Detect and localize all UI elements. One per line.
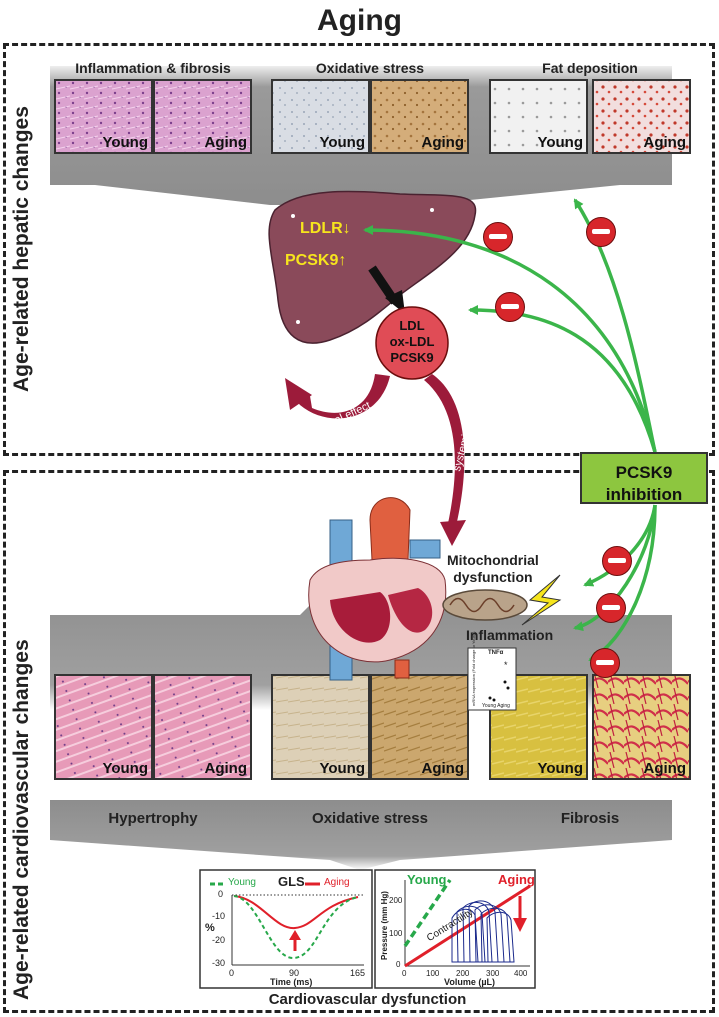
cardio-section-title-3: Fibrosis bbox=[560, 810, 620, 827]
tnf-inset-ylabel: mRNA expression (Fold change to Young) bbox=[471, 631, 476, 707]
ldl-line-3: PCSK9 bbox=[390, 350, 434, 365]
hepatic-panel-4: Aging bbox=[371, 80, 468, 153]
gls-ytick-2: -20 bbox=[212, 935, 226, 945]
gls-title: GLS bbox=[278, 874, 305, 889]
pv-xtick-4: 400 bbox=[514, 969, 528, 978]
inhibit-minus-icon-6 bbox=[590, 648, 620, 678]
pv-aging-label: Aging bbox=[498, 872, 535, 887]
panel-label: Aging bbox=[643, 760, 687, 777]
gls-legend-aging: Aging bbox=[324, 877, 350, 888]
cardio-section-title-1: Hypertrophy bbox=[108, 810, 198, 827]
gls-legend-young: Young bbox=[228, 877, 256, 888]
ldlr-text: LDLR bbox=[300, 220, 343, 237]
gls-ytick-3: -30 bbox=[212, 958, 226, 968]
bottom-caption: Cardiovascular dysfunction bbox=[268, 991, 467, 1008]
tnf-inset-title: TNFα bbox=[488, 650, 504, 656]
panel-label: Aging bbox=[204, 134, 248, 151]
pv-ylabel: Pressure (mm Hg) bbox=[380, 891, 389, 960]
pv-xtick-3: 300 bbox=[486, 969, 500, 978]
hepatic-section-title-3: Fat deposition bbox=[542, 60, 638, 76]
inhibit-minus-icon-2 bbox=[586, 217, 616, 247]
panel-label: Young bbox=[319, 134, 365, 151]
pv-xtick-2: 200 bbox=[456, 969, 470, 978]
cardio-panel-5: Young bbox=[490, 675, 587, 779]
mito-label-line-2: dysfunction bbox=[453, 569, 533, 585]
gls-ytick-1: -10 bbox=[212, 911, 226, 921]
inflammation-label: Inflammation bbox=[466, 627, 554, 643]
pcsk9-text: PCSK9 bbox=[285, 252, 339, 269]
panel-label: Aging bbox=[204, 760, 248, 777]
gls-xtick-0: 0 bbox=[229, 968, 235, 978]
page-title: Aging bbox=[317, 4, 402, 37]
heart-illustration bbox=[308, 497, 447, 681]
pv-ytick-1: 100 bbox=[389, 929, 403, 938]
pcsk9-box-line-1: PCSK9 bbox=[615, 463, 673, 482]
panel-label: Young bbox=[537, 760, 583, 777]
inhibit-minus-icon-1 bbox=[483, 222, 513, 252]
hepatic-panel-1: Young bbox=[55, 80, 152, 153]
cardio-box bbox=[3, 470, 715, 1013]
gls-xlabel: Time (ms) bbox=[270, 977, 313, 987]
pv-chart bbox=[374, 869, 536, 989]
pv-ytick-2: 200 bbox=[389, 896, 403, 905]
cardio-section-title-2: Oxidative stress bbox=[312, 810, 428, 827]
cardio-panel-3: Young bbox=[272, 675, 369, 779]
cardio-panel-2: Aging bbox=[154, 675, 251, 779]
pcsk9-label: PCSK9↑ bbox=[285, 252, 346, 270]
pv-ytick-0: 0 bbox=[396, 960, 401, 969]
cardio-panel-4: Aging bbox=[371, 675, 468, 779]
panel-label: Young bbox=[537, 134, 583, 151]
hepatic-panel-3: Young bbox=[272, 80, 369, 153]
hepatic-panel-6: Aging bbox=[593, 80, 690, 153]
pcsk9-inhibition-box: PCSK9 inhibition bbox=[580, 452, 708, 504]
panel-label: Aging bbox=[421, 134, 465, 151]
gls-xtick-2: 165 bbox=[350, 968, 366, 978]
mito-label-line-1: Mitochondrial bbox=[447, 552, 539, 568]
hepatic-panel-2: Aging bbox=[154, 80, 251, 153]
liver-shape bbox=[268, 190, 477, 344]
tnf-inset-star: * bbox=[504, 660, 508, 670]
pv-xlabel: Volume (µL) bbox=[444, 977, 496, 987]
hepatic-section-title-1: Inflammation & fibrosis bbox=[75, 60, 231, 76]
tnf-inset-xlabels: Young Aging bbox=[482, 703, 510, 709]
cardio-panel-1: Young bbox=[55, 675, 152, 779]
ldl-line-1: LDL bbox=[399, 318, 425, 333]
cardio-grey-funnel bbox=[50, 800, 672, 870]
inhibit-minus-icon-5 bbox=[596, 593, 626, 623]
panel-label: Young bbox=[319, 760, 365, 777]
panel-label: Young bbox=[102, 134, 148, 151]
pv-xtick-0: 0 bbox=[402, 969, 407, 978]
inhibit-minus-icon-4 bbox=[602, 546, 632, 576]
hepatic-section-title-2: Oxidative stress bbox=[315, 60, 425, 76]
gls-ytick-0: 0 bbox=[218, 889, 224, 899]
pv-xtick-1: 100 bbox=[426, 969, 440, 978]
ldl-line-2: ox-LDL bbox=[389, 334, 435, 349]
pcsk9-box-line-2: inhibition bbox=[605, 485, 683, 504]
pv-young-label: Young bbox=[407, 872, 447, 887]
cardio-panel-6: Aging bbox=[593, 675, 690, 779]
hepatic-box bbox=[3, 43, 715, 456]
inhibit-minus-icon-3 bbox=[495, 292, 525, 322]
panel-label: Aging bbox=[643, 134, 687, 151]
up-arrow-icon: ↑ bbox=[338, 252, 347, 269]
panel-label: Aging bbox=[421, 760, 465, 777]
hepatic-panel-5: Young bbox=[490, 80, 587, 153]
gls-ylabel: % bbox=[205, 922, 215, 934]
mito-label: Mitochondrial dysfunction bbox=[447, 552, 539, 586]
ldlr-label: LDLR↓ bbox=[300, 220, 351, 238]
gls-chart bbox=[199, 869, 373, 989]
panel-label: Young bbox=[102, 760, 148, 777]
ldl-bubble: LDL ox-LDL PCSK9 bbox=[376, 318, 448, 366]
gls-xtick-1: 90 bbox=[289, 968, 300, 978]
down-arrow-icon: ↓ bbox=[342, 220, 351, 237]
